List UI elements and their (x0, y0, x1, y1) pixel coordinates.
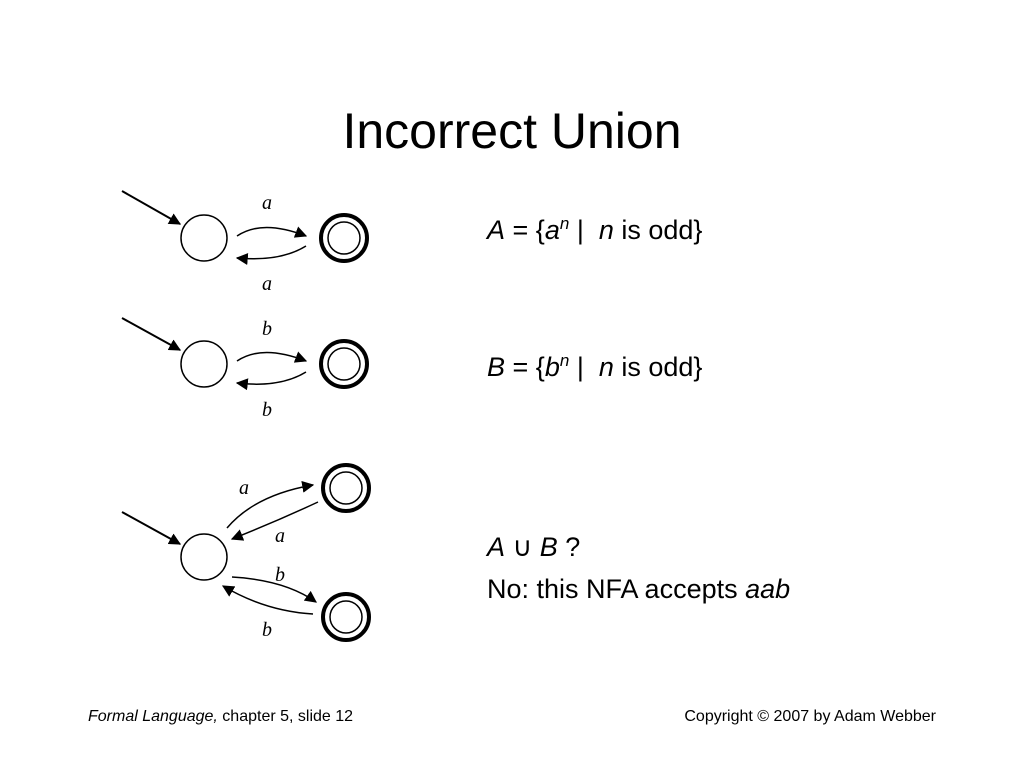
set-b: B (539, 532, 558, 562)
label-bottom: a (262, 273, 272, 295)
label-a-bottom: a (275, 525, 285, 547)
nfa-union: a a b b (121, 463, 371, 642)
start-arrow (121, 511, 182, 545)
transition-forward (236, 226, 308, 238)
answer-line: No: this NFA accepts aab (487, 574, 790, 605)
nfa-b: b b (121, 317, 369, 421)
transition-a-back (230, 501, 319, 541)
set-name: A (487, 215, 506, 245)
transition-forward (236, 351, 308, 363)
symbol: a (544, 215, 560, 245)
set-name: B (487, 352, 506, 382)
equals: = { (505, 215, 545, 245)
nfa-a: a a (121, 190, 369, 295)
variable: n (598, 352, 614, 382)
footer-course: Formal Language, chapter 5, slide 12 (88, 708, 353, 726)
set-a: A (487, 532, 506, 562)
label-b-bottom: b (262, 619, 272, 641)
accept-state-top-inner (329, 471, 363, 505)
exponent: n (559, 214, 570, 233)
language-a-definition: A = {an | n is odd} (487, 214, 702, 246)
slide-title: Incorrect Union (342, 103, 682, 159)
start-state (180, 533, 228, 581)
label-b-top: b (275, 564, 285, 586)
answer-prefix: No: this NFA accepts (487, 574, 746, 604)
label-a-top: a (239, 477, 249, 499)
label-top: a (262, 192, 272, 214)
equals: = { (505, 352, 545, 382)
label-top: b (262, 318, 272, 340)
condition: is odd} (613, 352, 703, 382)
start-arrow (121, 317, 182, 351)
start-state (180, 340, 228, 388)
answer-word: aab (745, 574, 791, 604)
transition-b-back (221, 585, 314, 615)
course-name: Formal Language, (88, 708, 218, 725)
condition: is odd} (613, 215, 703, 245)
union-operator: ∪ (505, 532, 540, 562)
transition-back (235, 245, 307, 265)
language-b-definition: B = {bn | n is odd} (487, 351, 702, 383)
bar: | (569, 215, 599, 245)
label-bottom: b (262, 399, 272, 421)
transition-back (235, 371, 307, 391)
transition-a-forward (226, 480, 315, 529)
accept-state-bottom-inner (329, 600, 363, 634)
variable: n (598, 215, 614, 245)
union-question: A ∪ B ? (487, 532, 580, 563)
accept-state-inner (327, 347, 361, 381)
bar: | (569, 352, 599, 382)
transition-b-forward (231, 576, 317, 603)
question-mark: ? (557, 532, 581, 562)
exponent: n (559, 351, 570, 370)
start-arrow (121, 190, 182, 225)
start-state (180, 214, 228, 262)
footer-copyright: Copyright © 2007 by Adam Webber (684, 708, 936, 725)
symbol: b (544, 352, 560, 382)
accept-state-inner (327, 221, 361, 255)
slide-location: chapter 5, slide 12 (217, 708, 354, 725)
